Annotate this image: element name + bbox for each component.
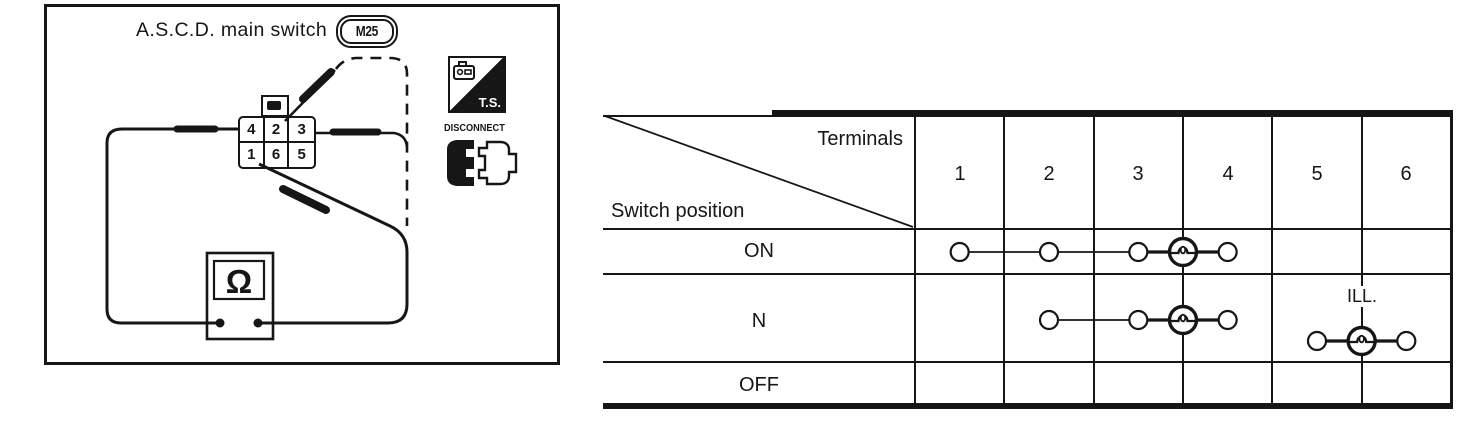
connector-latch-icon xyxy=(267,101,281,110)
pin-cell-1: 1 xyxy=(240,142,265,167)
pin-cell-4: 4 xyxy=(240,118,265,143)
table-header-switch-position: Switch position xyxy=(611,200,745,222)
table-column-line-2 xyxy=(1003,114,1005,405)
terminal-contact-circle xyxy=(1396,330,1417,352)
ts-tool-icon: T.S. xyxy=(448,56,506,113)
terminal-contact-circle xyxy=(1038,241,1060,263)
pin-cell-6: 6 xyxy=(265,142,290,167)
diagram-title: A.S.C.D. main switch xyxy=(136,19,328,41)
table-column-line-6 xyxy=(1361,114,1363,405)
pin-cell-5: 5 xyxy=(297,146,306,164)
terminal-contact-circle xyxy=(1217,309,1238,331)
table-top-border xyxy=(772,110,1453,117)
table-header-terminals: Terminals xyxy=(817,128,903,150)
terminal-column-header-6: 6 xyxy=(1400,163,1412,185)
terminal-contact-circle xyxy=(1306,330,1328,352)
terminal-contact-circle xyxy=(1217,241,1238,263)
table-row-separator-1 xyxy=(603,273,1451,275)
ts-icon-label: T.S. xyxy=(478,95,501,110)
connector-id-label: M25 xyxy=(355,23,379,40)
ill-note-label: ILL. xyxy=(1328,286,1396,307)
table-top-border-thin xyxy=(603,115,775,117)
terminal-contact-circle xyxy=(1128,309,1149,331)
table-header-separator xyxy=(603,228,1451,230)
test-diagram-panel: A.S.C.D. main switch M25 4 2 3 1 6 5 xyxy=(44,4,560,365)
table-column-line-5 xyxy=(1271,114,1273,405)
table-column-line-4 xyxy=(1182,114,1184,405)
tester-tool-icon xyxy=(453,61,475,80)
table-column-line-3 xyxy=(1093,114,1095,405)
table-column-line-1 xyxy=(914,114,916,405)
table-bottom-border xyxy=(603,403,1453,409)
terminal-column-header-4: 4 xyxy=(1222,163,1234,185)
connector-id-badge-inner: M25 xyxy=(340,19,394,44)
terminal-column-header-2: 2 xyxy=(1043,163,1055,185)
terminal-contact-circle xyxy=(949,241,970,263)
table-row-separator-2 xyxy=(603,361,1451,363)
connector-latch-tab xyxy=(261,95,289,117)
terminal-column-header-5: 5 xyxy=(1311,163,1323,185)
switch-row-label-off: OFF xyxy=(739,374,779,396)
switch-row-label-n: N xyxy=(751,310,767,332)
table-right-border xyxy=(1450,111,1453,407)
connector-id-badge: M25 xyxy=(336,15,398,48)
switch-row-label-on: ON xyxy=(744,240,774,262)
disconnect-icon xyxy=(447,140,518,186)
pin-cell-2: 2 xyxy=(264,118,290,143)
terminal-contact-circle xyxy=(1038,309,1060,331)
pin-cell-3: 3 xyxy=(289,118,314,143)
connector-pinout: 4 2 3 1 6 5 xyxy=(238,95,316,169)
terminal-column-header-1: 1 xyxy=(954,163,966,185)
connector-pin-grid: 4 2 3 1 6 5 xyxy=(238,116,316,169)
disconnect-label: DISCONNECT xyxy=(444,123,505,134)
terminal-column-header-3: 3 xyxy=(1132,163,1144,185)
terminal-contact-circle xyxy=(1128,241,1149,263)
